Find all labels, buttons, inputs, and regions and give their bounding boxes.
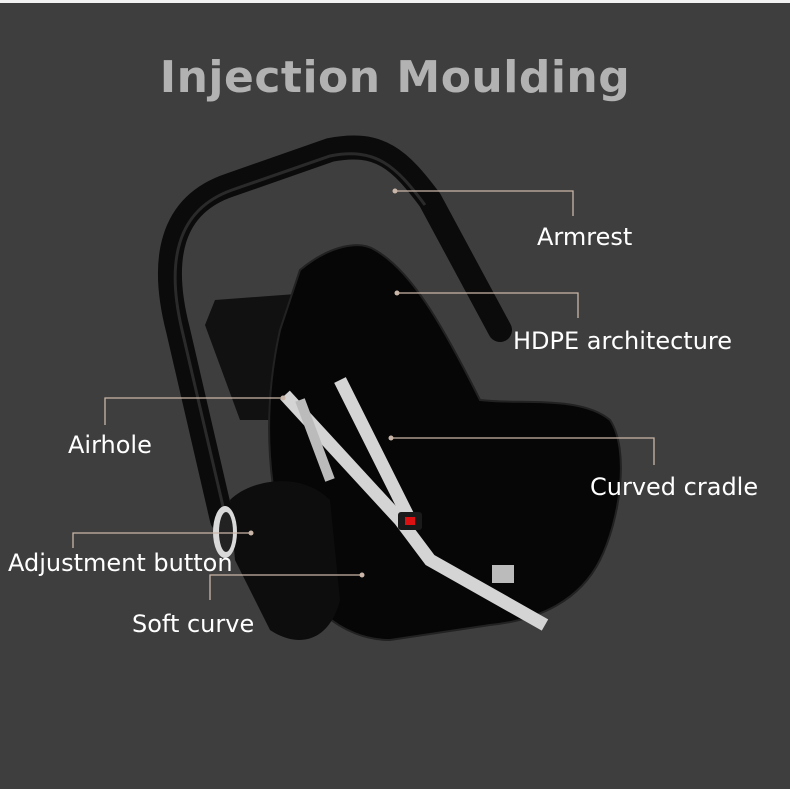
label-curved-cradle: Curved cradle (590, 473, 759, 501)
leader-dots (248, 188, 400, 578)
strap-adjuster (492, 565, 514, 583)
leader-curved-cradle (391, 437, 655, 465)
soft-curve-dot (359, 572, 365, 578)
leader-armrest (395, 190, 574, 216)
curved-cradle-dot (388, 435, 394, 441)
label-airhole: Airhole (68, 431, 152, 459)
adjustment-button-center (219, 512, 233, 552)
leader-hdpe (397, 292, 579, 318)
hdpe-dot (394, 290, 400, 296)
harness-strap (295, 398, 335, 482)
seat-base (230, 481, 340, 640)
harness-strap (280, 390, 549, 631)
top-border (0, 0, 790, 3)
armrest-dot (392, 188, 398, 194)
label-soft-curve: Soft curve (132, 610, 255, 638)
page-title: Injection Moulding (159, 52, 631, 103)
label-armrest: Armrest (537, 223, 633, 251)
leader-adjustment (72, 532, 251, 548)
buckle-release (405, 517, 415, 525)
carry-handle-highlight (173, 152, 427, 516)
label-adjustment-button: Adjustment button (8, 549, 233, 577)
airhole-dot (280, 395, 286, 401)
harness-strap (334, 377, 416, 523)
adjustment-dot (248, 530, 254, 536)
carry-handle (157, 135, 512, 532)
leader-soft-curve (209, 574, 362, 600)
leader-airhole (104, 397, 283, 425)
leader-lines (72, 190, 655, 600)
label-hdpe: HDPE architecture (513, 327, 733, 355)
